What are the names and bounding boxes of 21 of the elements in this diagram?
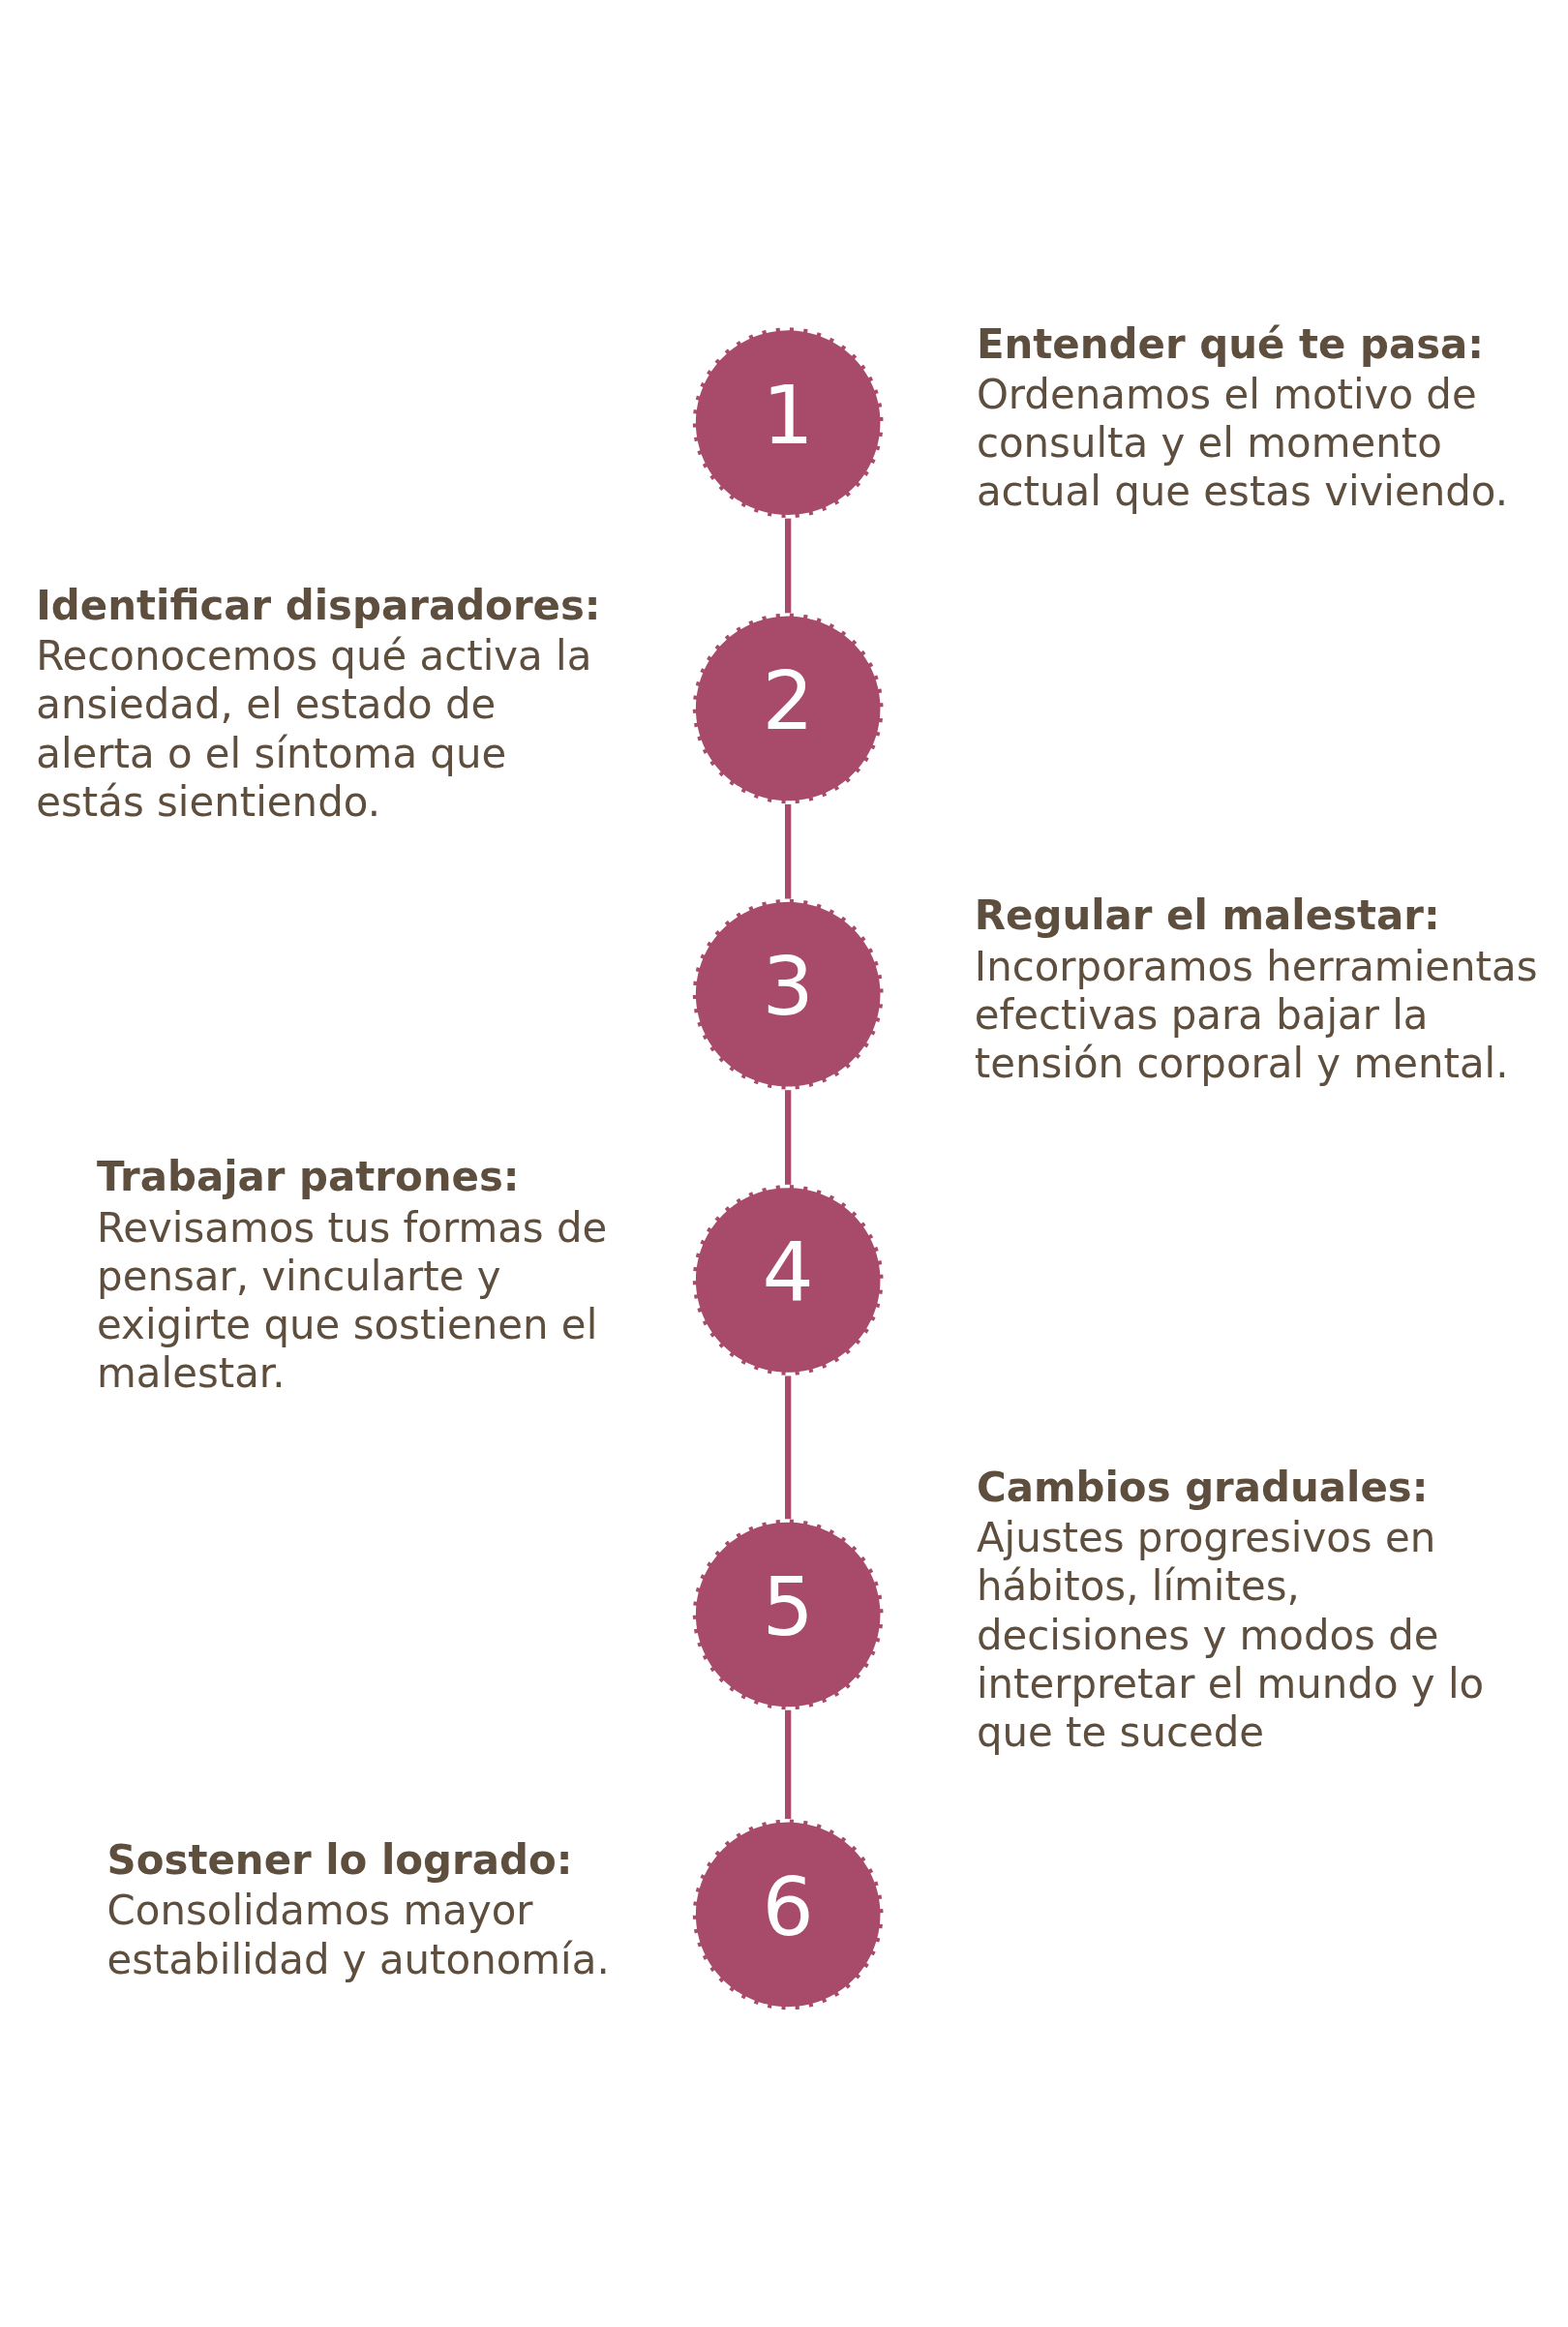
node-label: Ordenamos el motivo de consulta y el momento actual que estas viviendo. [976, 370, 1508, 516]
node-label: Consolidamos mayor estabilidad y autonomía. [106, 1887, 610, 1983]
connector [784, 518, 791, 614]
connector [784, 1090, 791, 1185]
node-label: Revisamos tus formas de pensar, vincularte y exigirte que sostienen el malestar. [96, 1203, 607, 1398]
node-label: Identificar disparadores: [35, 581, 601, 629]
node-circle: 2 [689, 610, 887, 807]
node-label: Entender qué te pasa: [976, 319, 1484, 368]
node-label: Trabajar patrones: [96, 1153, 520, 1201]
node-label: Regular el malestar: [974, 892, 1440, 940]
connector [784, 803, 791, 899]
node-circle: 5 [689, 1516, 887, 1713]
node-circle: 3 [689, 895, 887, 1093]
connector [784, 1709, 791, 1820]
node-circle: 6 [689, 1816, 887, 2013]
node-label: Sostener lo logrado: [106, 1835, 572, 1884]
node-label: Reconocemos qué activa la ansiedad, el estado de alerta o el síntoma que estás sientiendo. [35, 632, 591, 826]
node-label: Incorporamos herramientas efectivas para bajar la tensión corporal y mental. [974, 942, 1537, 1087]
node-label: Ajustes progresivos en hábitos, límites, decisiones y modos de interpretar el mundo y lo que te sucede [976, 1514, 1484, 1757]
node-label: Cambios graduales: [976, 1463, 1428, 1511]
connector [784, 1375, 791, 1520]
